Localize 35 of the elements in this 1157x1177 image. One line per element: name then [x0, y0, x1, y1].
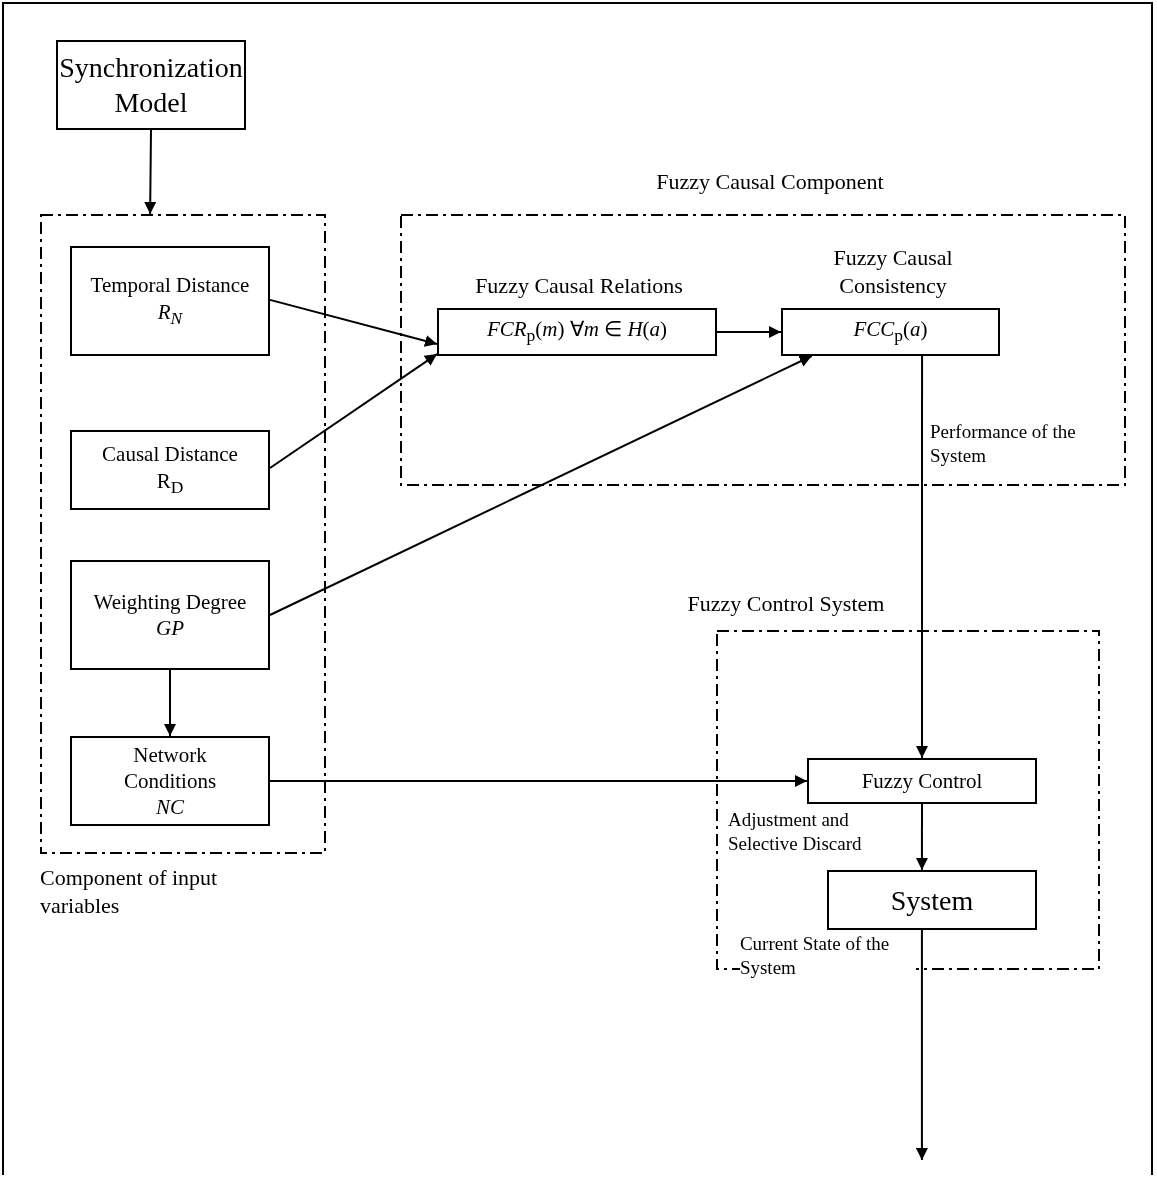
box-label: System	[890, 883, 974, 918]
arrow	[269, 298, 438, 347]
arrow	[269, 775, 808, 787]
box-label: Synchronization Model	[59, 51, 243, 120]
box-label: FCC$_{p}$(a)	[853, 316, 928, 348]
process-box	[70, 246, 270, 356]
box-label: Fuzzy Control	[861, 767, 983, 795]
arrow	[269, 355, 813, 616]
process-box	[56, 40, 246, 130]
arrow	[144, 129, 157, 215]
box-label: R$_{D}$	[156, 467, 184, 499]
box-label: Weighting Degree	[93, 588, 247, 615]
arrow	[915, 929, 928, 1161]
box-label: Network Conditions	[122, 741, 218, 795]
process-box	[70, 736, 270, 826]
box-heading: Fuzzy Causal Consistency	[832, 244, 954, 299]
box-label: R$_{N}$	[157, 298, 183, 330]
box-heading: Fuzzy Causal Relations	[474, 272, 684, 300]
group-title: Fuzzy Control System	[686, 590, 886, 618]
process-box	[70, 430, 270, 510]
process-box	[827, 870, 1037, 930]
process-box	[807, 758, 1037, 804]
group-title: Fuzzy Causal Component	[655, 168, 885, 196]
arrow	[716, 326, 782, 338]
arrow	[915, 803, 928, 871]
box-label: NC	[156, 794, 184, 821]
arrow	[916, 355, 928, 759]
group-title: Component of input variables	[40, 864, 219, 919]
arrow	[164, 669, 176, 737]
process-box	[70, 560, 270, 670]
arrow	[269, 353, 438, 469]
box-label: GP	[156, 615, 184, 642]
box-label: Temporal Distance	[90, 272, 250, 299]
box-label: Causal Distance	[102, 441, 238, 468]
box-label: FCR$_{p}$(m) ∀m ∈ H(a)	[486, 316, 668, 348]
